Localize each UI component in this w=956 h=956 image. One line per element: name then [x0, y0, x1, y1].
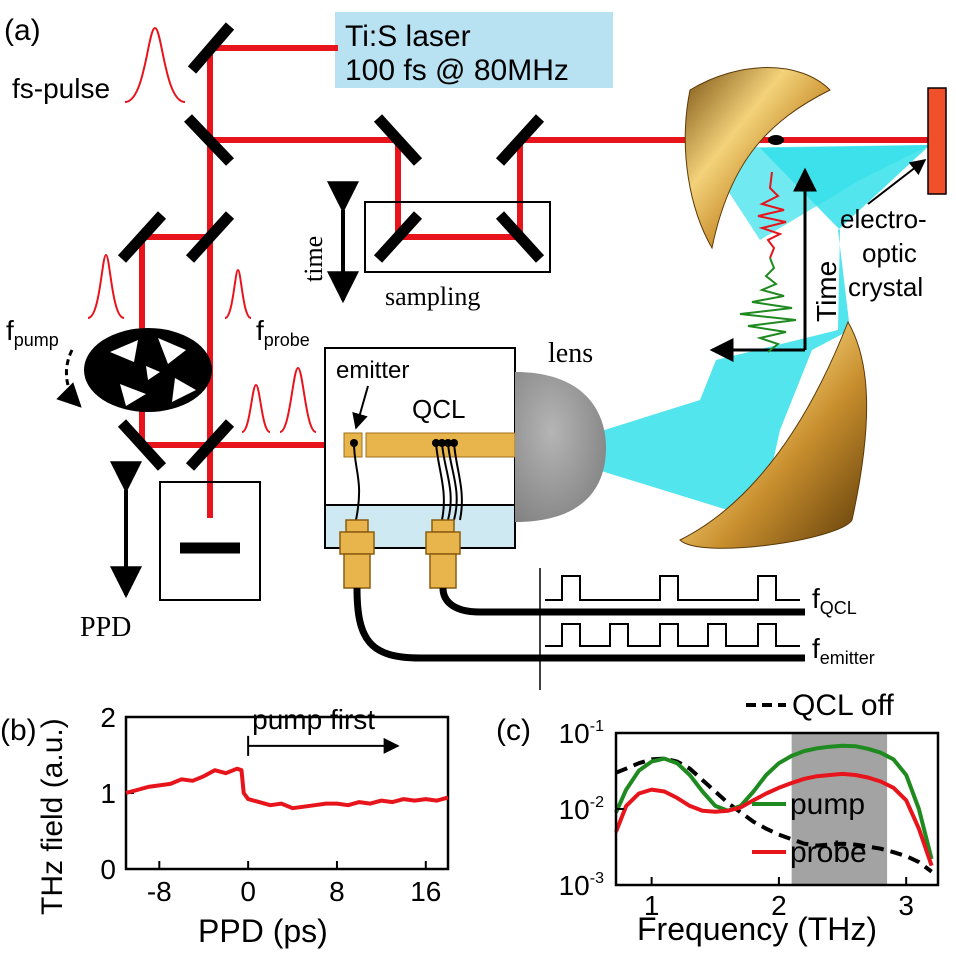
laser-label-line1: Ti:S laser [345, 20, 471, 53]
annotation-label: pump first [252, 704, 375, 735]
chopper-wheel [84, 328, 212, 412]
chart-c-legend: QCL off pump probe [746, 689, 894, 869]
parabolic-mirror-lower [679, 320, 868, 549]
mirror [184, 114, 234, 166]
time-label: time [299, 236, 328, 282]
f-pump-label: fpump [6, 315, 59, 350]
x-tick-label: 0 [240, 876, 256, 907]
mirror [373, 114, 423, 166]
legend-label-pump: pump [790, 788, 865, 821]
lens [515, 372, 606, 522]
chart-b-ylabel: THz field (a.u.) [36, 718, 69, 915]
chart-b-series-line [125, 766, 449, 811]
x-tick-label: 3 [898, 890, 914, 921]
bond-contacts [350, 439, 458, 447]
chart-b-yticks: 0 1 2 [100, 702, 134, 885]
eo-label-line1: electro- [840, 204, 927, 234]
x-tick-label: 16 [410, 876, 441, 907]
f-qcl-label: fQCL [812, 583, 857, 618]
chart-b-xticks: -8 0 8 16 [147, 861, 441, 907]
panel-b-label: (b) [0, 714, 37, 747]
qcl-label: QCL [412, 394, 465, 424]
panel-c-label: (c) [496, 714, 531, 747]
legend-label-probe: probe [790, 836, 867, 869]
y-tick-label: 0 [100, 854, 116, 885]
emitter-cable [353, 587, 805, 662]
parabolic-mirror-upper [684, 67, 831, 250]
fs-pulse-label: fs-pulse [12, 73, 110, 104]
mirrors [117, 22, 545, 554]
y-tick-label: 10-3 [559, 870, 604, 901]
y-tick-label: 10-1 [559, 718, 604, 749]
chart-c-yticks: 10-3 10-2 10-1 [559, 718, 624, 901]
bond-wires [353, 442, 463, 521]
time-axis-label: Time [811, 261, 842, 322]
eo-label-line3: crystal [848, 272, 923, 302]
mirror-hole [768, 135, 784, 145]
ppd-stage-box [159, 481, 261, 601]
x-tick-label: 8 [329, 876, 345, 907]
legend-label-qcl-off: QCL off [792, 689, 894, 722]
pump-pulse-shape [87, 253, 125, 319]
fs-pulse-shape [124, 26, 186, 103]
laser-beam-path [139, 45, 933, 518]
chart-c-series [614, 743, 934, 874]
laser-label-line2: 100 fs @ 80MHz [345, 54, 569, 87]
sampling-stage-box [364, 201, 551, 273]
mirror [187, 22, 235, 74]
sma-connectors [339, 519, 461, 589]
chart-c-xticks: 1 2 3 [644, 877, 914, 921]
chart-b-frame [124, 715, 450, 871]
mirror [185, 419, 235, 471]
chart-c-xlabel: Frequency (THz) [637, 911, 877, 947]
lens-label: lens [548, 338, 593, 369]
x-tick-label: 1 [644, 890, 660, 921]
panel-b: (b) 0 1 2 -8 0 8 16 pump first PPD (ps) THz f… [0, 702, 450, 949]
emitter-label: emitter [336, 357, 409, 384]
thz-beam [598, 145, 930, 520]
thz-beam-upper [700, 145, 930, 240]
chopper-rotation-arrow [56, 349, 82, 408]
f-emitter-label: femitter [812, 633, 875, 668]
mirror [117, 211, 167, 263]
y-tick-label: 2 [100, 702, 116, 733]
eo-crystal [927, 87, 947, 195]
f-emitter-square-wave [545, 623, 800, 647]
series-line-qcl-off [615, 756, 933, 874]
laser-box [335, 12, 613, 88]
mirror [495, 211, 545, 263]
mirror [495, 114, 545, 166]
y-tick-label: 10-2 [559, 794, 604, 825]
x-tick-label: 2 [771, 890, 787, 921]
pump-thz-waveform [739, 257, 797, 353]
panel-c: (c) 10-3 10-2 10-1 1 2 3 Frequency (THz) QCL… [496, 689, 940, 947]
chart-b-xlabel: PPD (ps) [198, 913, 328, 949]
panel-a: (a) Ti:S laser 100 fs @ 80MHz fs-pulse [4, 12, 947, 690]
panel-a-label: (a) [4, 14, 41, 47]
shaded-band [791, 733, 888, 885]
eo-label-line2: optic [862, 238, 917, 268]
emitter-pointer [352, 385, 369, 430]
mirror [373, 211, 423, 263]
pulse-pair-shape [241, 366, 317, 433]
eo-crystal-pointer [867, 159, 927, 205]
ppd-label: PPD [80, 612, 131, 643]
probe-pulse-shape [224, 268, 252, 319]
x-tick-label: -8 [147, 876, 172, 907]
sampling-label: sampling [385, 282, 480, 311]
f-probe-label: fprobe [256, 315, 310, 350]
y-tick-label: 1 [100, 778, 116, 809]
mirror [185, 211, 235, 263]
series-line-pump [614, 743, 934, 860]
f-qcl-square-wave [545, 575, 800, 601]
qcl-cable [439, 587, 805, 616]
probe-thz-waveform [757, 171, 787, 259]
mirror [117, 419, 167, 471]
series-line-probe [614, 771, 934, 867]
